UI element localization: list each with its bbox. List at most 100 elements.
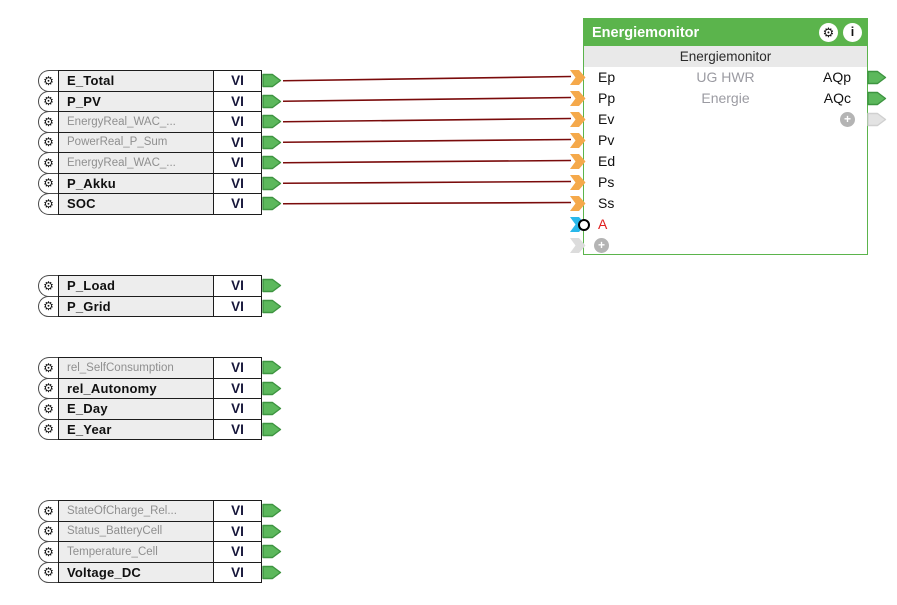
output-connector[interactable] — [262, 562, 282, 584]
input-connector[interactable] — [570, 112, 586, 127]
output-connector[interactable] — [262, 500, 282, 522]
gear-button[interactable]: ⚙ — [38, 90, 58, 112]
vi-type-label: VI — [214, 358, 261, 378]
wire[interactable] — [282, 159, 572, 164]
io-label: P_PV — [59, 91, 214, 111]
gear-button[interactable]: ⚙ — [38, 357, 58, 379]
wire[interactable] — [282, 201, 572, 205]
io-row[interactable]: ⚙EnergyReal_WAC_...VI — [38, 152, 282, 174]
vi-type-label: VI — [214, 521, 261, 541]
gear-button[interactable]: ⚙ — [38, 520, 58, 542]
gear-button[interactable]: ⚙ — [38, 398, 58, 420]
io-label: EnergyReal_WAC_... — [59, 112, 214, 132]
io-row-cells: EnergyReal_WAC_...VI — [58, 152, 262, 174]
wire[interactable] — [282, 96, 572, 103]
output-connector[interactable] — [262, 111, 282, 133]
output-connector[interactable] — [262, 70, 282, 92]
gear-button[interactable]: ⚙ — [38, 561, 58, 583]
output-connector[interactable] — [262, 275, 282, 297]
block-input-label: Pp — [598, 90, 616, 106]
gear-icon: ⚙ — [43, 360, 54, 375]
info-button[interactable]: i — [843, 23, 862, 42]
output-connector[interactable] — [262, 152, 282, 174]
gear-button[interactable]: ⚙ — [38, 70, 58, 92]
gear-button[interactable]: ⚙ — [38, 295, 58, 317]
output-connector[interactable] — [867, 91, 887, 106]
output-connector[interactable] — [262, 91, 282, 113]
output-connector[interactable] — [262, 541, 282, 563]
input-connector[interactable] — [570, 175, 586, 190]
gear-icon: ⚙ — [43, 299, 54, 314]
input-connector[interactable] — [570, 154, 586, 169]
output-connector[interactable] — [262, 173, 282, 195]
input-connector[interactable] — [570, 91, 586, 106]
io-label: SOC — [59, 194, 214, 214]
settings-button[interactable]: ⚙ — [819, 23, 838, 42]
gear-button[interactable]: ⚙ — [38, 172, 58, 194]
gear-icon: ⚙ — [43, 278, 54, 293]
gear-icon: ⚙ — [43, 544, 54, 559]
energiemonitor-block[interactable]: Energiemonitor ⚙ i Energiemonitor UG HWR… — [570, 18, 887, 255]
block-input-label: Ed — [598, 153, 616, 169]
gear-button[interactable]: ⚙ — [38, 131, 58, 153]
gear-button[interactable]: ⚙ — [38, 377, 58, 399]
block-header[interactable]: Energiemonitor ⚙ i — [584, 19, 867, 46]
io-row[interactable]: ⚙EnergyReal_WAC_...VI — [38, 111, 282, 133]
input-connector[interactable] — [570, 196, 586, 211]
wire[interactable] — [282, 75, 572, 82]
output-connector[interactable] — [262, 419, 282, 441]
output-connector[interactable] — [262, 193, 282, 215]
wire[interactable] — [282, 138, 572, 144]
gear-button[interactable]: ⚙ — [38, 152, 58, 174]
input-connector[interactable] — [570, 70, 586, 85]
io-label: P_Load — [59, 276, 214, 296]
output-connector[interactable] — [262, 521, 282, 543]
add-output-button[interactable]: + — [840, 112, 855, 127]
gear-button[interactable]: ⚙ — [38, 275, 58, 297]
add-input-connector — [570, 238, 586, 253]
io-label: EnergyReal_WAC_... — [59, 153, 214, 173]
output-connector[interactable] — [262, 296, 282, 318]
gear-button[interactable]: ⚙ — [38, 418, 58, 440]
io-row[interactable]: ⚙StateOfCharge_Rel...VI — [38, 500, 282, 522]
io-label: P_Akku — [59, 173, 214, 193]
gear-button[interactable]: ⚙ — [38, 541, 58, 563]
gear-button[interactable]: ⚙ — [38, 111, 58, 133]
add-output-connector — [867, 112, 887, 127]
gear-icon: ⚙ — [43, 196, 54, 211]
output-connector[interactable] — [867, 70, 887, 85]
add-input-button[interactable]: + — [594, 238, 609, 253]
io-group-battery: ⚙StateOfCharge_Rel...VI⚙Status_BatteryCe… — [38, 500, 282, 583]
output-connector[interactable] — [262, 398, 282, 420]
gear-button[interactable]: ⚙ — [38, 500, 58, 522]
wire[interactable] — [282, 117, 572, 123]
output-connector[interactable] — [262, 378, 282, 400]
output-connector[interactable] — [262, 132, 282, 154]
output-connector[interactable] — [262, 357, 282, 379]
wire[interactable] — [282, 180, 572, 185]
vi-type-label: VI — [214, 399, 261, 419]
input-connector[interactable] — [570, 133, 586, 148]
gear-button[interactable]: ⚙ — [38, 193, 58, 215]
io-label: Voltage_DC — [59, 562, 214, 582]
